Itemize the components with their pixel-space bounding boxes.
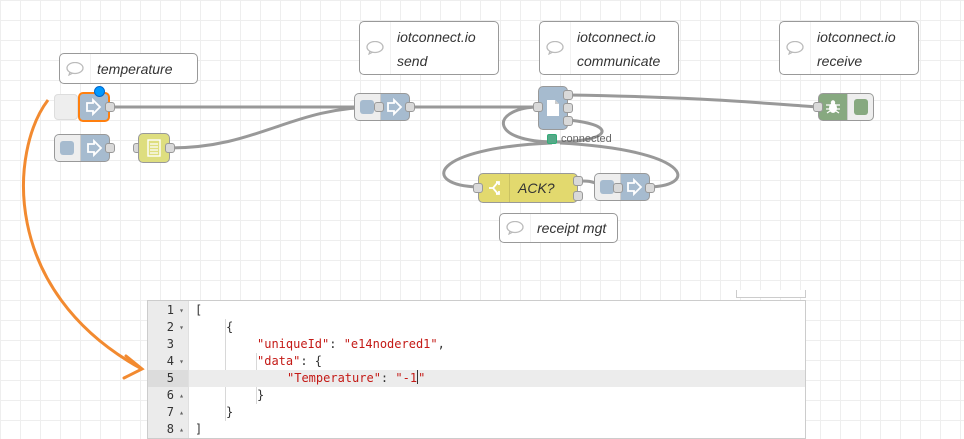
comment-communicate[interactable]: iotconnect.io communicate [539, 21, 679, 75]
wire-communicate-to-debug [567, 93, 819, 109]
json-editor[interactable]: 1▾ 2▾ 3 4▾ 5 6▴ 7▴ 8▴ [ { "uniqueId": "e… [147, 300, 806, 439]
line-number: 7▴ [166, 405, 184, 419]
comment-send-line1: iotconnect.io [397, 29, 476, 45]
input-port[interactable] [473, 183, 483, 193]
code-line-8: ] [195, 422, 203, 436]
code-line-1: [ [195, 303, 203, 317]
switch-label: ACK? [518, 180, 555, 196]
fold-arrow-icon: ▴ [179, 391, 184, 400]
switch-icon [479, 174, 510, 202]
input-port[interactable] [613, 183, 623, 193]
status-connected-text: connected [561, 133, 612, 145]
inject-button[interactable] [54, 94, 78, 120]
code-line-2: { [226, 320, 234, 334]
output-port-2[interactable] [563, 103, 573, 113]
text-cursor [417, 370, 419, 384]
output-port-3[interactable] [563, 116, 573, 126]
fold-arrow-icon: ▾ [179, 357, 184, 366]
comment-icon [780, 22, 811, 74]
comment-communicate-line2: communicate [577, 53, 661, 69]
output-port-2[interactable] [573, 191, 583, 201]
inject-button[interactable] [55, 135, 81, 161]
line-number: 8▴ [166, 422, 184, 436]
output-port[interactable] [105, 143, 115, 153]
fold-arrow-icon: ▾ [179, 306, 184, 315]
input-port[interactable] [374, 102, 384, 112]
input-port[interactable] [533, 102, 543, 112]
comment-icon [500, 214, 531, 242]
output-port[interactable] [405, 102, 415, 112]
comment-temperature[interactable]: temperature [59, 53, 198, 84]
fold-arrow-icon: ▴ [179, 408, 184, 417]
comment-receipt-mgt[interactable]: receipt mgt [499, 213, 618, 243]
input-port[interactable] [813, 102, 823, 112]
line-number: 1▾ [166, 303, 184, 317]
output-port-1[interactable] [563, 90, 573, 100]
debug-node[interactable] [818, 93, 874, 121]
code-line-6: } [257, 388, 265, 402]
line-number: 3 [166, 337, 174, 351]
comment-receipt-label: receipt mgt [537, 220, 607, 236]
status-connected-dot [547, 134, 557, 144]
comment-receive[interactable]: iotconnect.io receive [779, 21, 919, 75]
output-port-1[interactable] [573, 176, 583, 186]
debug-toggle-button[interactable] [847, 94, 873, 120]
fold-arrow-icon: ▴ [179, 425, 184, 434]
switch-node-ack[interactable]: ACK? [478, 173, 578, 203]
comment-icon [360, 22, 391, 74]
line-number-active: 5 [148, 370, 188, 387]
inject-node-2[interactable] [54, 134, 110, 162]
comment-send[interactable]: iotconnect.io send [359, 21, 499, 75]
line-number: 4▾ [166, 354, 184, 368]
template-icon [139, 134, 169, 162]
link-out-icon [81, 135, 109, 161]
line-number: 2▾ [166, 320, 184, 334]
comment-receive-line2: receive [817, 53, 863, 69]
comment-icon [540, 22, 571, 74]
editor-gutter: 1▾ 2▾ 3 4▾ 5 6▴ 7▴ 8▴ [148, 301, 189, 438]
file-icon [539, 87, 567, 129]
wire-template-to-send [168, 105, 379, 150]
link-icon [381, 94, 409, 120]
panel-tab-fragment [736, 290, 806, 298]
comment-receive-line1: iotconnect.io [817, 29, 896, 45]
bug-icon [819, 94, 847, 120]
wire-communicate-to-ack [442, 141, 553, 189]
code-line-4: "data": { [257, 354, 323, 368]
fold-arrow-icon: ▾ [179, 323, 184, 332]
line-number: 6▴ [166, 388, 184, 402]
comment-temperature-label: temperature [97, 61, 173, 77]
output-port[interactable] [165, 143, 175, 153]
annotation-arrowhead [122, 354, 145, 380]
code-line-7: } [226, 405, 234, 419]
link-icon [621, 174, 649, 200]
output-port[interactable] [645, 183, 655, 193]
code-line-5-active: "Temperature": "-1" [189, 370, 805, 387]
output-port[interactable] [105, 102, 115, 112]
link-out-icon [80, 94, 108, 120]
wire-link-to-communicate [559, 141, 680, 189]
selection-handle[interactable] [94, 86, 105, 97]
code-line-3: "uniqueId": "e14nodered1", [257, 337, 445, 351]
annotation-arrow [22, 99, 141, 370]
comment-icon [60, 54, 91, 83]
comment-send-line2: send [397, 53, 428, 69]
comment-communicate-line1: iotconnect.io [577, 29, 656, 45]
